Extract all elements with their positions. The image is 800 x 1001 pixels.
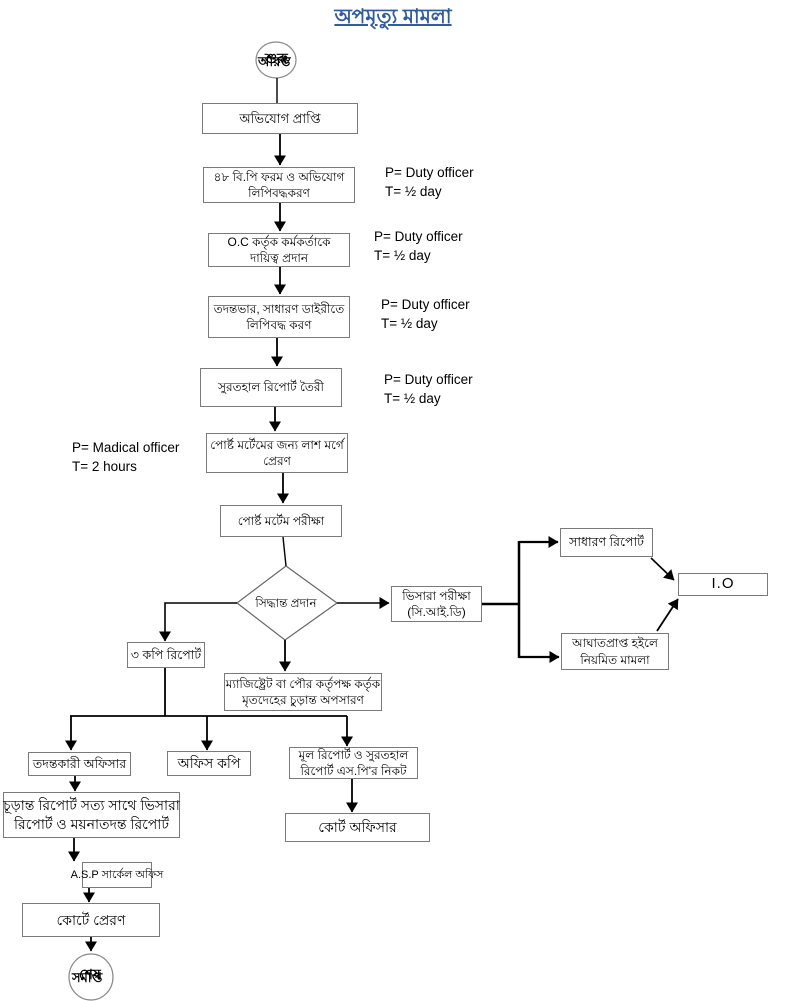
box-oc-assign-line2: দায়িত্ব প্রদান [249,251,309,265]
decision-label: সিদ্ধান্ত প্রদান [255,596,317,610]
box-office-copy-text: অফিস কপি [177,755,241,772]
box-complaint: অভিযোগ প্রাপ্তি [202,103,358,134]
annotation-duty-1-p: P= Duty officer [385,165,474,180]
box-office-copy: অফিস কপি [167,751,251,776]
box-asp-office: A.S.P সার্কেল অফিস [71,862,163,888]
annotation-duty-1-t: T= ½ day [385,184,442,199]
connector-postmortem-decision [282,536,287,567]
box-gd-entry-line2: লিপিবদ্ধ করণ [246,318,312,332]
annotation-duty-3-t: T= ½ day [381,316,438,331]
annotation-duty-2: P= Duty officer T= ½ day [374,227,463,265]
start-terminal-shape [255,41,297,79]
box-general-report-text: সাধারণ রিপোর্ট [569,535,644,550]
box-general-report: সাধারণ রিপোর্ট [560,528,653,557]
box-oc-assign: O.C কর্তৃক কর্মকর্তাকে দায়িত্ব প্রদান [208,233,350,267]
box-postmortem-text: পোর্ষ্ট মর্টেম পরীক্ষা [237,513,325,528]
annotation-medical: P= Madical officer T= 2 hours [72,438,179,476]
annotation-duty-3-p: P= Duty officer [381,297,470,312]
end-label-text-2: শেষ [79,966,101,982]
box-bp-form-line1: ৪৮ বি.পি ফরম ও অভিযোগ [213,169,345,184]
box-io-text: I.O [711,575,735,593]
box-gd-entry: তদন্তভার, সাধারণ ডাইরীতে লিপিবদ্ধ করণ [208,296,350,338]
box-asp-office-text: A.S.P সার্কেল অফিস [70,868,164,881]
box-injury-case-line2: নিয়মিত মামলা [580,652,650,667]
box-inquest: সুরতহাল রিপোর্ট তৈরী [200,368,342,407]
annotation-medical-p: P= Madical officer [72,440,180,455]
box-magistrate: ম্যাজিষ্ট্রেট বা পৌর কর্তৃপক্ষ কর্তৃক মৃ… [224,673,382,711]
box-three-copies: ৩ কপি রিপোর্ট [127,642,205,668]
box-morgue: পোর্ষ্ট মর্টেমের জন্য লাশ মর্গে প্রেরণ [206,433,348,473]
annotation-duty-3: P= Duty officer T= ½ day [381,295,470,333]
end-terminal-shape [68,953,114,1001]
box-oc-assign-line1: O.C কর্তৃক কর্মকর্তাকে [227,234,331,249]
arrow-generalreport-io [650,557,675,581]
box-three-copies-text: ৩ কপি রিপোর্ট [130,647,202,662]
box-magistrate-line1: ম্যাজিষ্ট্রেট বা পৌর কর্তৃপক্ষ কর্তৃক [225,676,381,691]
start-label-text-2: শুরু [265,50,288,66]
box-final-report-line1: চূড়ান্ত রিপোর্ট সত্য সাথে ভিসারা [3,797,180,814]
box-injury-case: আঘাতপ্রাপ্ত হইলে নিয়মিত মামলা [561,633,669,670]
box-investigating-officer-text: তদন্তকারী অফিসার [32,756,127,771]
annotation-duty-4-p: P= Duty officer [384,372,473,387]
box-original-report-line2: রিপোর্ট এস.পি'র নিকট [300,764,407,778]
box-final-report: চূড়ান্ত রিপোর্ট সত্য সাথে ভিসারা রিপোর্… [3,792,180,838]
box-court-send: কোর্টে প্রেরণ [22,903,160,937]
annotation-duty-2-p: P= Duty officer [374,229,463,244]
box-investigating-officer: তদন্তকারী অফিসার [28,752,131,776]
box-viscera-line1: ভিসারা পরীক্ষা [402,588,471,603]
box-complaint-text: অভিযোগ প্রাপ্তি [239,110,321,126]
end-label-text-1: সমাপ্ত [72,970,103,985]
arrow-decision-threecopies [159,602,237,642]
page-title: অপমৃত্যু মামলা [334,6,452,28]
start-terminal-label: আরম্ভ শুরু [254,44,314,80]
box-court-officer-text: কোর্ট অফিসার [318,819,397,836]
box-morgue-line2: প্রেরণ [263,454,291,468]
box-bp-form-line2: লিপিবদ্ধকরণ [248,186,310,200]
box-court-send-text: কোর্টে প্রেরণ [56,911,126,928]
box-magistrate-line2: মৃতদেহের চুড়ান্ত অপসারণ [242,693,364,707]
box-io: I.O [678,573,768,596]
box-morgue-line1: পোর্ষ্ট মর্টেমের জন্য লাশ মর্গে [210,437,344,452]
box-bp-form: ৪৮ বি.পি ফরম ও অভিযোগ লিপিবদ্ধকরণ [203,167,355,203]
box-gd-entry-line1: তদন্তভার, সাধারণ ডাইরীতে [213,301,345,316]
annotation-duty-4-t: T= ½ day [384,391,441,406]
box-viscera: ভিসারা পরীক্ষা (সি.আই.ডি) [391,586,482,622]
annotation-duty-4: P= Duty officer T= ½ day [384,370,473,408]
box-viscera-line2: (সি.আই.ডি) [407,605,466,619]
box-postmortem: পোর্ষ্ট মর্টেম পরীক্ষা [220,505,342,537]
box-final-report-line2: রিপোর্ট ও ময়নাতদন্ত রিপোর্ট [14,816,169,832]
arrow-injurycase-io [656,598,679,632]
box-injury-case-line1: আঘাতপ্রাপ্ত হইলে [572,636,658,651]
annotation-duty-2-t: T= ½ day [374,248,431,263]
box-original-report-line1: মূল রিপোর্ট ও সুরতহাল [298,747,409,762]
box-inquest-text: সুরতহাল রিপোর্ট তৈরী [218,380,324,395]
start-label-text-1: আরম্ভ [258,54,291,69]
annotation-medical-t: T= 2 hours [72,459,137,474]
end-terminal-label: সমাপ্ত শেষ [70,958,116,998]
box-court-officer: কোর্ট অফিসার [285,813,430,842]
annotation-duty-1: P= Duty officer T= ½ day [385,163,474,201]
box-original-report: মূল রিপোর্ট ও সুরতহাল রিপোর্ট এস.পি'র নি… [289,747,418,779]
